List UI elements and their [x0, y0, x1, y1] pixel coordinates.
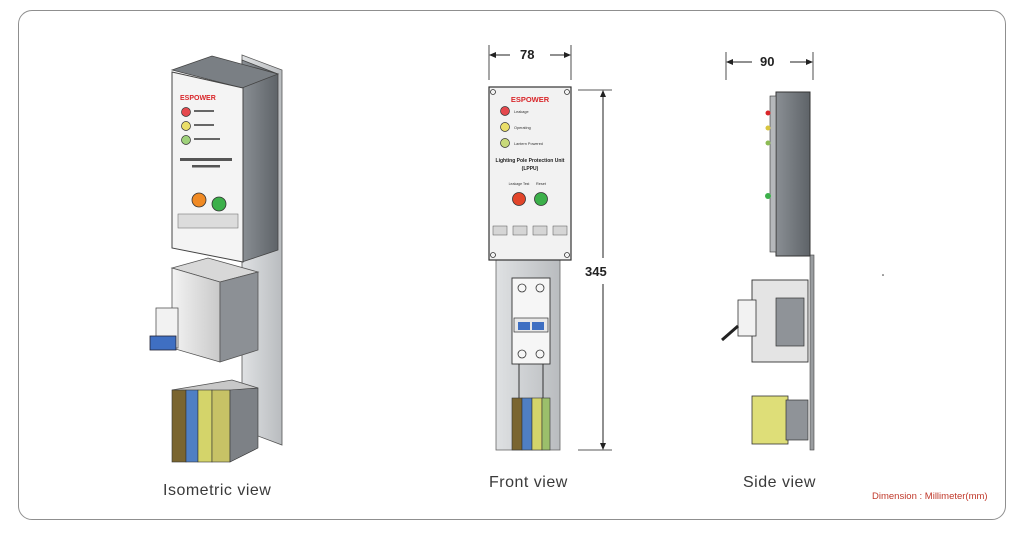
side-view-label: Side view: [743, 474, 816, 491]
figure-frame: [18, 10, 1006, 520]
isometric-drawing: ESPOWER: [149, 54, 283, 463]
svg-text:ESPOWER: ESPOWER: [180, 95, 216, 102]
front-indicator-label: Operating: [514, 126, 531, 130]
isometric-view-label: Isometric view: [163, 482, 272, 499]
side-drawing: [721, 52, 884, 451]
front-drawing: ESPOWER Leakage Operating Lantern Powere…: [488, 45, 612, 451]
front-indicator-label: Leakage: [514, 110, 529, 114]
front-test-label: Leakage Test: [509, 182, 530, 186]
front-view-label: Front view: [489, 474, 568, 491]
height-dimension: 345: [585, 264, 607, 279]
width-dimension: 78: [520, 47, 535, 62]
front-brand-text: ESPOWER: [511, 95, 550, 104]
units-note: Dimension : Millimeter(mm): [872, 491, 988, 502]
front-reset-label: Reset: [536, 182, 547, 186]
depth-dimension: 90: [760, 54, 775, 69]
front-unit-title: Lighting Pole Protection Unit: [496, 158, 565, 164]
front-unit-subtitle: (LPPU): [522, 166, 539, 172]
front-indicator-label: Lantern Powered: [514, 142, 543, 146]
